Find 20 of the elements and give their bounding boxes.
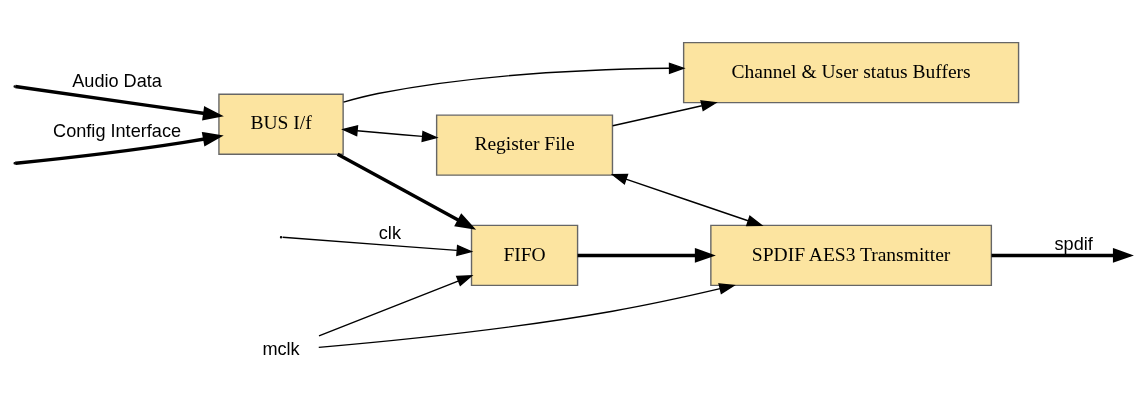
node-box: SPDIF AES3 Transmitter	[710, 224, 993, 287]
node-box: Register File	[435, 114, 614, 176]
node-box: BUS I/f	[218, 93, 344, 155]
arrow	[15, 84, 224, 121]
arrow	[342, 62, 686, 103]
arrow	[318, 275, 474, 337]
arrow	[610, 173, 764, 227]
arrow	[336, 152, 477, 230]
node-text: mclk	[262, 339, 300, 360]
arrow	[281, 236, 474, 257]
arrow	[577, 248, 716, 263]
edge-label: spdif	[1054, 234, 1093, 255]
edge-label: Config Interface	[53, 121, 182, 142]
node-box: Channel & User status Buffers	[682, 41, 1020, 104]
edge-label: Audio Data	[72, 71, 162, 92]
edge-label: clk	[378, 223, 401, 244]
arrow	[318, 283, 736, 349]
arrow	[612, 100, 718, 127]
node-box: FIFO	[470, 224, 579, 287]
arrow	[341, 124, 439, 143]
